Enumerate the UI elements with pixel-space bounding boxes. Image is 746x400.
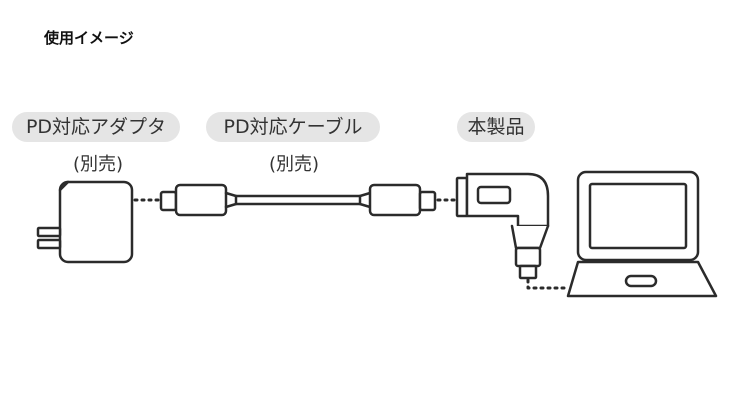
adapter-note: (別売) [72,154,124,175]
usb-c-cable-icon [159,183,437,217]
cable-note: (別売) [268,154,320,175]
cable-label: PD対応ケーブル [206,112,380,142]
laptop-icon [566,170,718,298]
page-title: 使用イメージ [44,29,134,47]
power-adapter-icon [36,180,134,264]
dotted-link-laptop [526,278,568,290]
adapter-label: PD対応アダプタ [12,112,180,142]
product-label: 本製品 [457,112,535,142]
right-angle-connector-icon [455,172,550,280]
